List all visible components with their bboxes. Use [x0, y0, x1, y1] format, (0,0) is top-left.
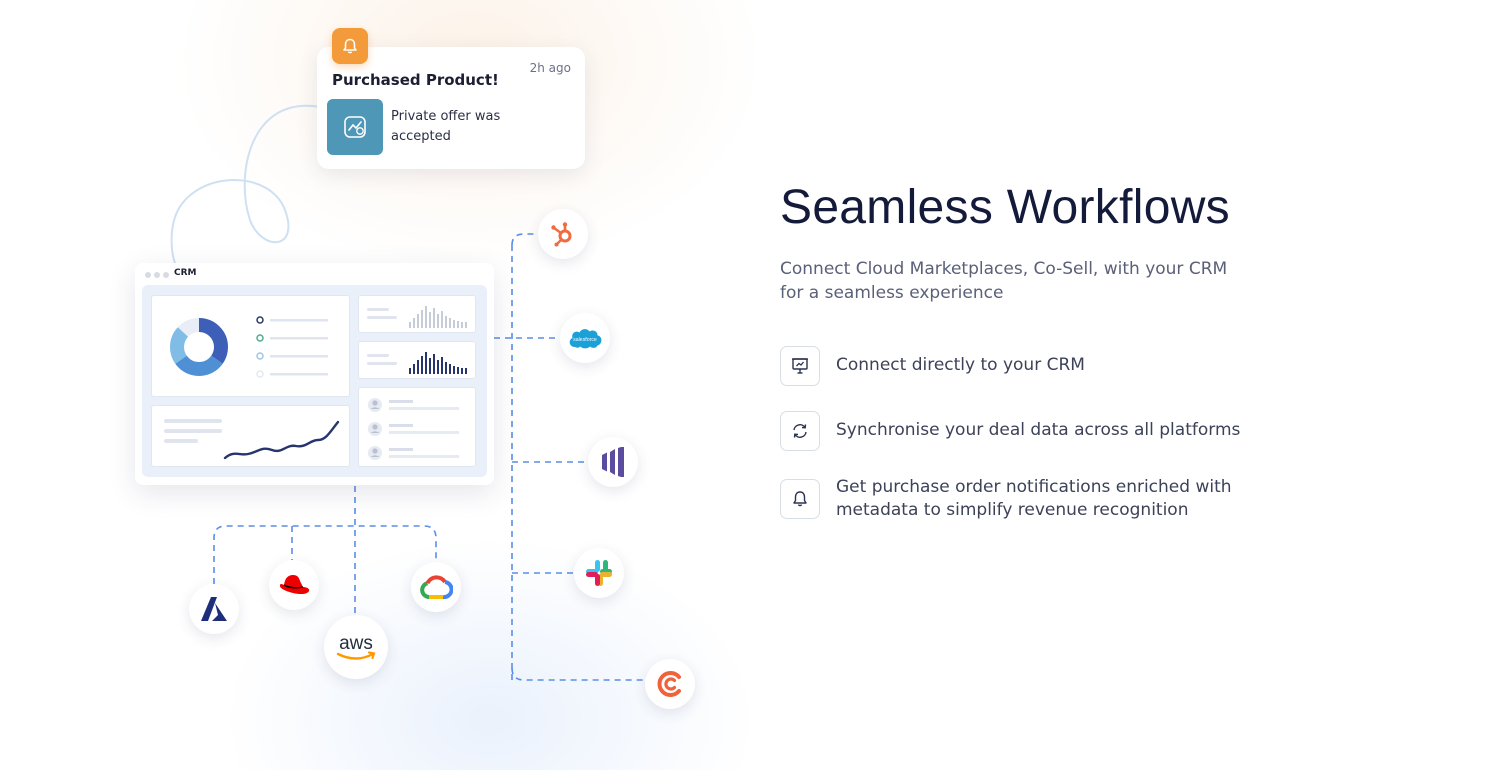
feature-text: Synchronise your deal data across all pl… — [836, 420, 1241, 440]
bar-sparkline-light — [409, 306, 467, 328]
window-dots — [145, 272, 169, 278]
feature-text: Connect directly to your CRM — [836, 355, 1085, 375]
donut-chart — [170, 318, 228, 376]
redhat-logo-icon[interactable] — [269, 560, 319, 610]
user-list-panel — [358, 387, 476, 467]
dash-bottom-branch — [213, 525, 437, 584]
bar-sparkline-dark — [409, 352, 467, 374]
hubspot-logo-icon[interactable] — [538, 209, 588, 259]
clazar-logo-icon[interactable] — [645, 659, 695, 709]
sync-icon — [780, 411, 820, 451]
salesforce-logo-icon[interactable]: salesforce — [560, 313, 610, 363]
donut-chart-panel — [151, 295, 350, 397]
slack-logo-icon[interactable] — [574, 548, 624, 598]
chart-star-icon — [327, 99, 383, 155]
marketo-logo-icon[interactable] — [588, 437, 638, 487]
azure-logo-icon[interactable] — [189, 584, 239, 634]
notification-title: Purchased Product! — [332, 71, 499, 89]
feature-item-sync: Synchronise your deal data across all pl… — [780, 411, 1276, 451]
crm-dashboard-card: CRM — [135, 263, 494, 485]
notification-message: Private offer was accepted — [391, 109, 501, 144]
section-heading: Seamless Workflows — [780, 181, 1230, 234]
curly-connector — [170, 104, 321, 264]
crm-title: CRM — [174, 268, 197, 278]
section-subheading: Connect Cloud Marketplaces, Co-Sell, wit… — [780, 259, 1228, 303]
dash-to-hubspot — [511, 233, 538, 246]
aws-logo-icon[interactable]: aws — [324, 615, 388, 679]
line-chart-panel — [151, 405, 350, 467]
line-chart — [223, 420, 340, 460]
salesforce-wordmark: salesforce — [573, 337, 597, 343]
feature-text: Get purchase order notifications enriche… — [836, 477, 1232, 520]
google-cloud-logo-icon[interactable] — [411, 562, 461, 612]
notification-card[interactable]: Purchased Product! 2h ago Private offer … — [317, 47, 585, 169]
bar-chart-panel-light — [358, 295, 476, 333]
donut-legend — [256, 316, 328, 378]
bar-chart-panel-dark — [358, 341, 476, 379]
presentation-icon — [780, 346, 820, 386]
feature-item-connect: Connect directly to your CRM — [780, 346, 1276, 386]
notification-time: 2h ago — [529, 61, 571, 75]
crm-inner-panel — [142, 285, 487, 477]
user-list — [368, 398, 459, 460]
dash-to-clazar — [511, 667, 645, 681]
aws-wordmark: aws — [339, 633, 373, 654]
bell-icon — [780, 479, 820, 519]
bell-icon — [332, 28, 368, 64]
feature-item-notifications: Get purchase order notifications enriche… — [780, 477, 1276, 522]
